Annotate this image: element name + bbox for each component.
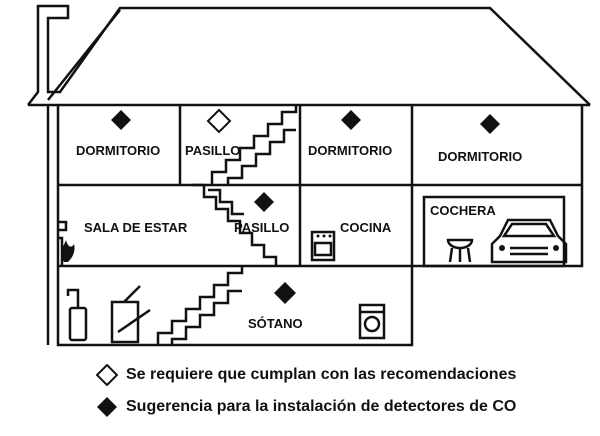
stove-oven [313,241,333,257]
room-label-bedroom-2: DORMITORIO [308,143,392,158]
stove-burner [316,234,320,238]
stairs-upper-inner [226,128,296,185]
stairs-lower-inner [170,289,242,345]
co-detector-required-hallway-icon [206,108,232,134]
stairs-middle-inner [208,188,244,216]
legend-required: Se requiere que cumplan con las recomend… [96,364,516,386]
house-diagram: DORMITORIO PASILLO DORMITORIO DORMITORIO… [27,4,591,347]
eave-line-inner [47,9,121,101]
fireplace [58,220,68,232]
stove-burner [328,234,332,238]
stairs-lower [156,266,244,345]
furnace-duct [117,308,151,334]
hollow-diamond-icon [96,364,118,386]
co-detector-suggested-bedroom-2-icon [341,110,361,130]
outer-wall [56,105,584,347]
stove-burner [322,234,326,238]
co-detector-suggested-hallway-icon [254,192,274,212]
room-label-kitchen: COCINA [340,220,392,235]
washer [358,303,386,340]
stairs-middle [192,183,278,266]
room-label-living-room: SALA DE ESTAR [84,220,188,235]
water-heater-pipe [66,288,80,308]
stove [310,230,336,262]
legend-suggested: Sugerencia para la instalación de detect… [96,396,516,418]
room-label-hallway-upper: PASILLO [185,143,240,158]
car-grille [510,246,548,256]
room-label-hallway-middle: PASILLO [234,220,289,235]
stairs-upper [210,105,298,185]
co-detector-suggested-bedroom-1-icon [111,110,131,130]
co-detector-suggested-bedroom-3-icon [480,114,500,134]
furnace-flue [123,285,141,303]
grill-bowl [446,238,474,250]
water-heater [68,306,88,342]
co-detector-suggested-basement-icon [274,282,296,304]
room-label-bedroom-1: DORMITORIO [76,143,160,158]
fire-icon [61,240,75,262]
garage-frame [422,195,566,268]
grill-legs [448,247,472,263]
legend-suggested-text: Sugerencia para la instalación de detect… [126,398,517,415]
washer-door [363,315,381,333]
room-label-bedroom-3: DORMITORIO [438,149,522,164]
car-headlight-right [553,245,559,251]
room-label-basement: SÓTANO [248,316,303,331]
car-body [490,218,568,264]
roof-outline [27,4,591,106]
legend-required-text: Se requiere que cumplan con las recomend… [126,366,517,383]
car-windshield [501,222,557,238]
filled-diamond-icon [97,397,117,417]
car-headlight-left [499,245,505,251]
room-label-garage: COCHERA [430,203,496,218]
